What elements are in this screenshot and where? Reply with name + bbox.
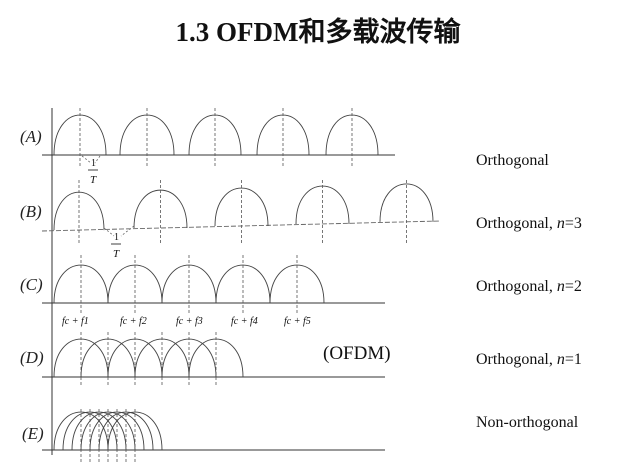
subcarrier-arch: [379, 183, 434, 222]
subcarrier-arch: [71, 411, 127, 451]
row-b-fraction-numerator: 1: [114, 232, 119, 243]
row-b-subcarriers: [53, 180, 434, 243]
row-label-e: (E): [22, 424, 44, 443]
row-label-b: (B): [20, 202, 42, 221]
frequency-label: fc + f2: [120, 316, 147, 327]
row-a-subcarriers: [53, 108, 379, 168]
frequency-label: fc + f5: [284, 316, 311, 327]
row-c-subcarriers: [53, 255, 325, 315]
page-title: 1.3 OFDM和多载波传输: [175, 17, 461, 47]
row-b-period-tick: [120, 225, 135, 237]
row-d-subcarriers: [53, 332, 244, 386]
row-label-d: (D): [20, 348, 44, 367]
row-description-e: Non-orthogonal: [476, 414, 579, 431]
row-b-baseline: [41, 220, 441, 232]
row-a-fraction-numerator: 1: [91, 158, 96, 169]
subcarrier-arch: [214, 187, 269, 226]
row-description-d: Orthogonal, n=1: [476, 351, 582, 368]
row-a-period-tick: [81, 155, 92, 164]
row-label-a: (A): [20, 127, 42, 146]
subcarrier-arch: [53, 411, 109, 451]
frequency-label: fc + f1: [62, 316, 89, 327]
frequency-label: fc + f3: [176, 316, 203, 327]
frequency-label: fc + f4: [231, 316, 258, 327]
subcarrier-arch: [98, 411, 154, 451]
row-e-subcarriers: [53, 409, 163, 462]
row-description-b: Orthogonal, n=3: [476, 215, 582, 232]
row-a-fraction-denominator: T: [90, 174, 97, 186]
row-b-fraction-denominator: T: [113, 248, 120, 260]
row-description-a: Orthogonal: [476, 152, 549, 169]
frequency-labels: fc + f1 fc + f2 fc + f3 fc + f4 fc + f5: [62, 316, 311, 327]
subcarrier-arch: [107, 411, 163, 451]
row-label-c: (C): [20, 275, 43, 294]
subcarrier-arch: [80, 411, 136, 451]
row-description-c: Orthogonal, n=2: [476, 278, 582, 295]
subcarrier-arch: [62, 411, 118, 451]
subcarrier-arch: [89, 411, 145, 451]
ofdm-label: (OFDM): [323, 343, 391, 364]
row-a-period-tick: [94, 155, 101, 164]
